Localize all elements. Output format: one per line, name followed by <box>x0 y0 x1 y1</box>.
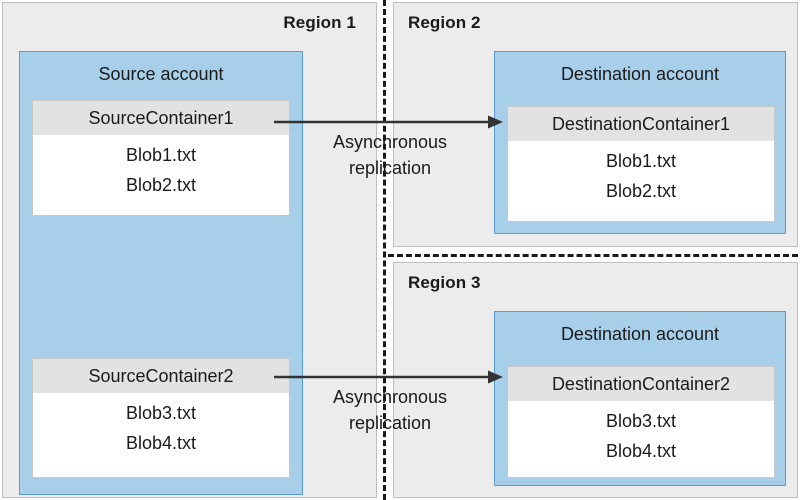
region-panel-3: Region 3 Destination account Destination… <box>393 262 798 498</box>
source-account-box: Source account SourceContainer1 Blob1.tx… <box>19 51 303 495</box>
destination-account-title-1: Destination account <box>560 64 720 84</box>
replication-label-2: Asynchronous replication <box>295 384 485 436</box>
replication-arrow-icon-2 <box>274 369 504 385</box>
replication-label-1-line2: replication <box>348 158 432 178</box>
replication-label-1-line1: Asynchronous <box>332 132 448 152</box>
source-container-2: SourceContainer2 Blob3.txt Blob4.txt <box>32 358 290 478</box>
destination-account-box-2: Destination account DestinationContainer… <box>494 311 786 486</box>
source-container-2-blob-list: Blob3.txt Blob4.txt <box>33 393 289 458</box>
source-container-1: SourceContainer1 Blob1.txt Blob2.txt <box>32 100 290 216</box>
blob-item: Blob4.txt <box>605 441 677 461</box>
blob-item: Blob2.txt <box>605 181 677 201</box>
destination-container-2: DestinationContainer2 Blob3.txt Blob4.tx… <box>507 366 775 478</box>
replication-arrow-icon-1 <box>274 114 504 130</box>
source-container-1-header: SourceContainer1 <box>33 101 289 135</box>
blob-item: Blob2.txt <box>125 175 197 195</box>
destination-container-1-blob-list: Blob1.txt Blob2.txt <box>508 141 774 206</box>
replication-label-2-line1: Asynchronous <box>332 387 448 407</box>
region-panel-2: Region 2 Destination account Destination… <box>393 2 798 247</box>
region-2-title: Region 2 <box>408 13 481 32</box>
blob-item: Blob1.txt <box>605 151 677 171</box>
blob-item: Blob3.txt <box>125 403 197 423</box>
horizontal-region-divider <box>388 254 798 257</box>
destination-container-1-header: DestinationContainer1 <box>508 107 774 141</box>
region-3-title: Region 3 <box>408 273 481 292</box>
destination-container-2-blob-list: Blob3.txt Blob4.txt <box>508 401 774 466</box>
destination-container-1: DestinationContainer1 Blob1.txt Blob2.tx… <box>507 106 775 222</box>
source-container-2-header: SourceContainer2 <box>33 359 289 393</box>
replication-label-2-line2: replication <box>348 413 432 433</box>
replication-label-1: Asynchronous replication <box>295 129 485 181</box>
destination-account-box-1: Destination account DestinationContainer… <box>494 51 786 234</box>
source-account-title: Source account <box>98 64 224 84</box>
source-container-1-blob-list: Blob1.txt Blob2.txt <box>33 135 289 200</box>
destination-account-title-2: Destination account <box>560 324 720 344</box>
blob-item: Blob1.txt <box>125 145 197 165</box>
region-1-title: Region 1 <box>283 13 356 32</box>
destination-container-2-header: DestinationContainer2 <box>508 367 774 401</box>
region-panel-1: Region 1 Source account SourceContainer1… <box>2 2 377 498</box>
blob-item: Blob3.txt <box>605 411 677 431</box>
blob-item: Blob4.txt <box>125 433 197 453</box>
vertical-region-divider <box>383 0 386 500</box>
